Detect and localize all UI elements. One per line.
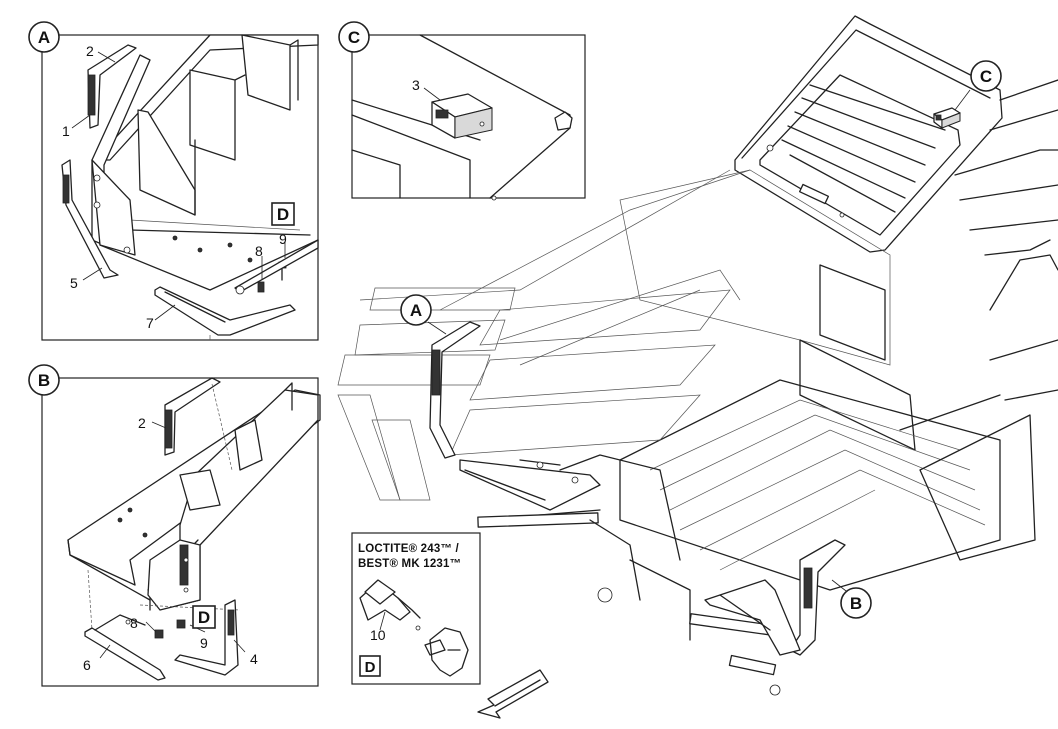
hand-icon: [429, 627, 469, 677]
callout-b-label: B: [38, 371, 50, 390]
part-number-9-b: 9: [200, 635, 208, 651]
part-8-nut-b: [154, 629, 164, 639]
part-number-6: 6: [83, 657, 91, 673]
part-number-8-b: 8: [130, 615, 138, 631]
part-number-10: 10: [370, 627, 386, 643]
callout-b-machine: B: [840, 587, 872, 619]
callout-a-label: A: [38, 28, 50, 47]
part-5-bracket: [61, 159, 119, 279]
panel-d: [351, 532, 481, 685]
callout-d-panel-b: D: [192, 605, 216, 629]
panel-b: [41, 377, 321, 687]
callout-d-b-label: D: [198, 608, 210, 627]
part-number-2-a: 2: [86, 43, 94, 59]
part-7-rail: [154, 286, 296, 336]
part-2-plate-a: [87, 44, 137, 129]
callout-d-loctite-label: D: [365, 659, 376, 676]
conveyor-slats: [649, 399, 986, 571]
part-number-1: 1: [62, 123, 70, 139]
loctite-line-1: LOCTITE® 243™ /: [358, 543, 460, 555]
part-4-bracket: [174, 599, 239, 676]
loctite-line-2: BEST® MK 1231™: [358, 558, 461, 570]
callout-a-machine: A: [400, 294, 432, 326]
side-plate-b: [704, 539, 846, 656]
callout-c-machine-label: C: [980, 67, 992, 86]
callout-d-panel-a: D: [271, 202, 295, 226]
part-9-screw-b: [176, 619, 186, 629]
side-plate-a: [429, 321, 601, 511]
callout-c-panel: C: [338, 21, 370, 53]
grille-slats: [781, 84, 946, 213]
panel-a: [41, 34, 319, 341]
part-number-8-a: 8: [255, 243, 263, 259]
hood-box-c: [933, 107, 961, 129]
part-number-7: 7: [146, 315, 154, 331]
part-number-4: 4: [250, 651, 258, 667]
panel-c: [351, 34, 586, 201]
part-2-plate-b: [164, 377, 221, 456]
part-number-9-a: 9: [279, 231, 287, 247]
callout-d-loctite: D: [359, 655, 381, 677]
callout-b-machine-label: B: [850, 594, 862, 613]
part-8-nut: [257, 281, 265, 293]
part-3-box: [431, 93, 493, 139]
callout-d-a-label: D: [277, 205, 289, 224]
machine-overview: [337, 15, 1058, 719]
part-number-2-b: 2: [138, 415, 146, 431]
callout-a-machine-label: A: [410, 301, 422, 320]
direction-arrow: [477, 669, 549, 719]
callout-c-label: C: [348, 28, 360, 47]
part-6-rail: [84, 627, 166, 681]
part-number-3: 3: [412, 77, 420, 93]
callout-a-panel: A: [28, 21, 60, 53]
callout-c-machine: C: [970, 60, 1002, 92]
part-number-5: 5: [70, 275, 78, 291]
callout-b-panel: B: [28, 364, 60, 396]
